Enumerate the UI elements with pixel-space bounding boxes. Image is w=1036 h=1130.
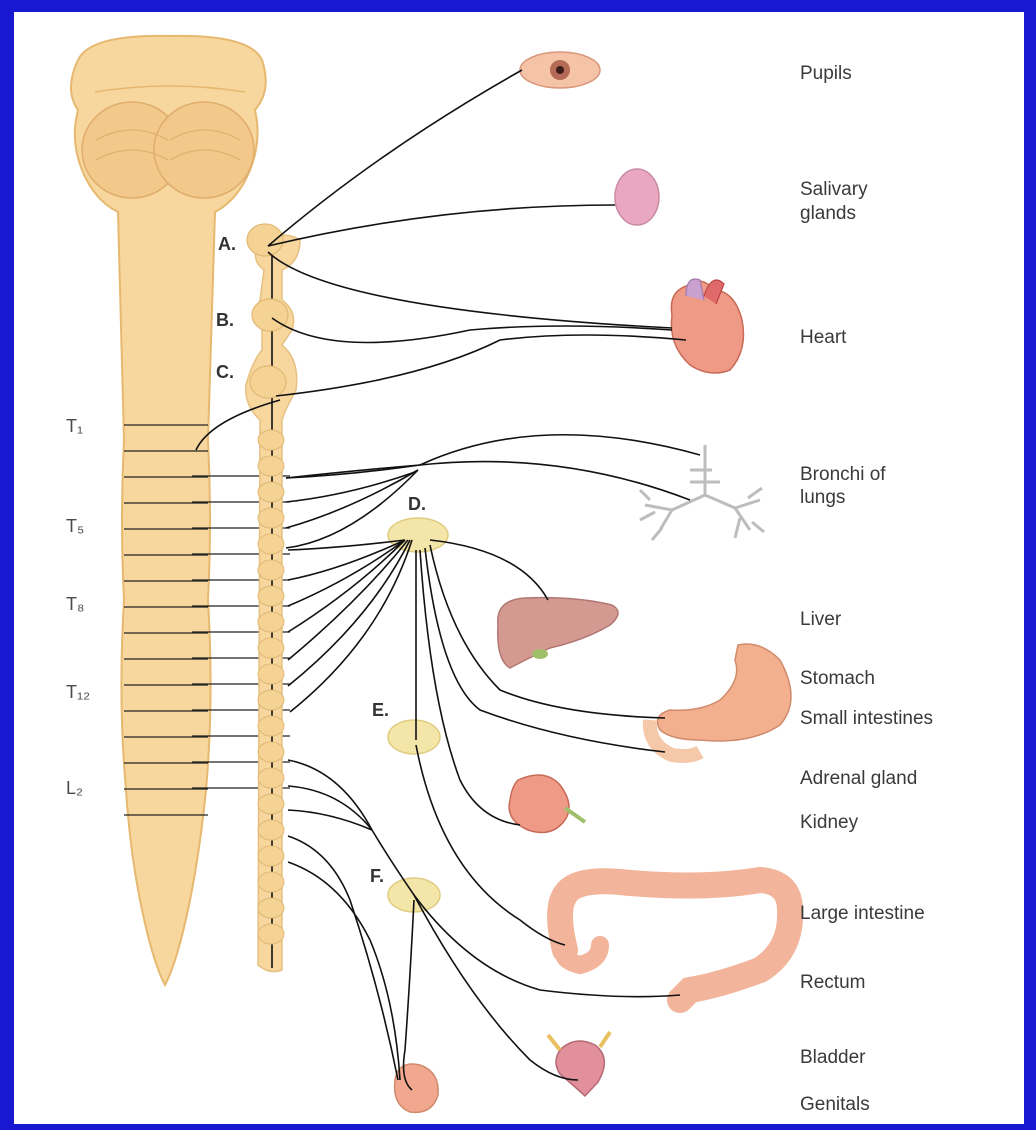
chain-ganglion — [258, 560, 284, 580]
chain-ganglion — [258, 664, 284, 684]
gland-icon — [615, 169, 659, 225]
ganglion-label-e: E. — [372, 700, 389, 720]
chain-ganglion — [258, 768, 284, 788]
segment-label-t12: T₁₂ — [66, 682, 90, 702]
cervical-ganglion — [252, 299, 288, 331]
label-bronchi-1: Bronchi of — [800, 464, 886, 485]
ganglion-label-a: A. — [218, 234, 236, 254]
label-salivary-glands-1: Salivary — [800, 179, 868, 200]
label-pupils: Pupils — [800, 63, 852, 84]
ganglion-label-f: F. — [370, 866, 384, 886]
chain-ganglion — [258, 508, 284, 528]
label-adrenal-gland: Adrenal gland — [800, 768, 917, 789]
ganglion-e — [388, 720, 440, 754]
ganglion-label-b: B. — [216, 310, 234, 330]
chain-ganglion — [258, 612, 284, 632]
genitals-icon — [395, 1064, 439, 1112]
chain-ganglion — [258, 690, 284, 710]
label-stomach: Stomach — [800, 668, 875, 689]
chain-ganglion — [258, 586, 284, 606]
chain-ganglion — [258, 794, 284, 814]
label-salivary-glands-2: glands — [800, 203, 856, 224]
label-rectum: Rectum — [800, 972, 865, 993]
chain-ganglion — [258, 430, 284, 450]
segment-label-t5: T₅ — [66, 516, 84, 536]
label-bronchi-2: lungs — [800, 487, 845, 508]
label-bladder: Bladder — [800, 1047, 866, 1068]
chain-ganglion — [258, 482, 284, 502]
chain-ganglion — [258, 924, 284, 944]
chain-ganglion — [258, 872, 284, 892]
cervical-ganglion — [247, 224, 283, 256]
segment-label-t1: T₁ — [66, 416, 83, 436]
label-liver: Liver — [800, 609, 842, 630]
label-small-intestines: Small intestines — [800, 708, 933, 729]
eye-icon — [520, 52, 600, 88]
segment-label-t8: T₈ — [66, 594, 84, 614]
chain-ganglion — [258, 820, 284, 840]
label-kidney: Kidney — [800, 812, 859, 833]
chain-ganglion — [258, 846, 284, 866]
label-genitals: Genitals — [800, 1094, 870, 1115]
chain-ganglion — [258, 534, 284, 554]
chain-ganglion — [258, 716, 284, 736]
ganglion-label-d: D. — [408, 494, 426, 514]
segment-label-l2: L₂ — [66, 778, 83, 798]
ganglion-label-c: C. — [216, 362, 234, 382]
chain-ganglion — [258, 898, 284, 918]
chain-ganglion — [258, 742, 284, 762]
chain-ganglion — [258, 456, 284, 476]
chain-ganglion — [258, 638, 284, 658]
label-heart: Heart — [800, 327, 847, 348]
cervical-ganglion — [250, 366, 286, 398]
label-large-intestine: Large intestine — [800, 903, 925, 924]
